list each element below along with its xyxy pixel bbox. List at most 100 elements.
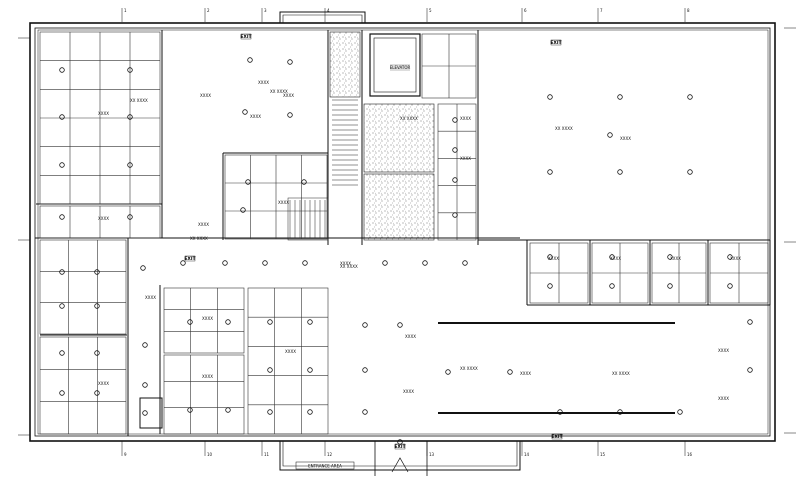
fixture-tag: XXXX [520, 371, 531, 376]
stairs [287, 99, 358, 241]
light-fixture [462, 260, 468, 266]
light-fixture [59, 67, 65, 73]
grid-marker-label: 13 [429, 452, 435, 457]
callout-tag: XX XXXX [460, 366, 478, 371]
callout-tag: XX XXXX [555, 126, 573, 131]
light-fixture [727, 254, 733, 260]
fixture-tag: XXXX [620, 136, 631, 141]
fixture-tag: XXXX [98, 216, 109, 221]
light-fixture [422, 260, 428, 266]
light-fixture [667, 283, 673, 289]
light-fixture [445, 369, 451, 375]
light-fixture [59, 350, 65, 356]
light-fixture [727, 283, 733, 289]
fixture-tag: XXXX [200, 93, 211, 98]
callout-tag: XX XXXX [400, 116, 418, 121]
callout-tag: XX XXXX [130, 98, 148, 103]
light-fixture [242, 109, 248, 115]
light-fixture [609, 254, 615, 260]
exit-sign [184, 255, 196, 262]
fixture-tag: XXXX [198, 222, 209, 227]
light-fixture [267, 409, 273, 415]
tile-grid-area [39, 336, 127, 435]
light-fixture [452, 147, 458, 153]
fixture-tag: XXXX [718, 396, 729, 401]
light-fixture [94, 390, 100, 396]
light-fixture [180, 260, 186, 266]
light-fixture [382, 260, 388, 266]
light-fixture [94, 350, 100, 356]
grid-marker-label: 4 [327, 8, 330, 13]
light-fixture [127, 214, 133, 220]
fixture-tag: XXXX [250, 114, 261, 119]
fixture-tag: XXXX [670, 256, 681, 261]
tile-grid-area [39, 239, 127, 335]
light-fixture [127, 162, 133, 168]
exit-sign [240, 33, 252, 40]
light-fixture [362, 409, 368, 415]
callout-tag: XX XXXX [340, 264, 358, 269]
fixture-tag: XXXX [548, 256, 559, 261]
light-fixture [452, 212, 458, 218]
light-rails [438, 322, 675, 414]
light-fixture [747, 367, 753, 373]
grid-marker-label: 14 [524, 452, 530, 457]
light-fixture [452, 117, 458, 123]
light-fixture [59, 303, 65, 309]
light-fixture [94, 269, 100, 275]
grid-marker-label: 11 [264, 452, 270, 457]
light-fixture [362, 322, 368, 328]
grid-marker-label: 1 [124, 8, 127, 13]
light-fixture [617, 409, 623, 415]
fixture-tag: XXXX [718, 348, 729, 353]
grid-marker-label: 5 [429, 8, 432, 13]
light-fixture [547, 94, 553, 100]
light-fixture [59, 162, 65, 168]
light-fixture [557, 409, 563, 415]
light-fixture [617, 169, 623, 175]
grid-marker-label: 7 [600, 8, 603, 13]
outer-walls [29, 11, 776, 476]
light-fixture [59, 390, 65, 396]
grid-marker-label: 6 [524, 8, 527, 13]
grid-marker-label: 2 [207, 8, 210, 13]
light-fixture [687, 169, 693, 175]
callout-tag: XX XXXX [190, 236, 208, 241]
fixture-tag: XXXX [98, 381, 109, 386]
light-fixture [267, 367, 273, 373]
exit-sign [550, 39, 562, 46]
light-fixture [247, 57, 253, 63]
fixture-tag: XXXX [98, 111, 109, 116]
light-fixture [397, 322, 403, 328]
light-fixture [222, 260, 228, 266]
light-fixture [507, 369, 513, 375]
light-fixture [225, 319, 231, 325]
exit-sign [394, 443, 406, 450]
fixture-tag: XXXX [340, 261, 351, 266]
light-fixture [547, 169, 553, 175]
light-fixture [142, 342, 148, 348]
light-fixture [617, 94, 623, 100]
light-fixture [452, 177, 458, 183]
fixture-tag: XXXX [285, 349, 296, 354]
exit-sign [551, 433, 563, 440]
light-fixture [667, 254, 673, 260]
ceiling-grids [39, 31, 769, 435]
fixture-tag: XXXX [460, 116, 471, 121]
light-fixture [747, 319, 753, 325]
fixture-tag: XXXX [258, 80, 269, 85]
hatched-areas [329, 31, 435, 241]
light-fixture [225, 407, 231, 413]
light-fixture [245, 179, 251, 185]
fixture-tag: XXXX [405, 334, 416, 339]
light-fixture [187, 319, 193, 325]
fixture-tag: XXXX [610, 256, 621, 261]
light-fixtures [59, 57, 753, 445]
fixture-tag: XXXX [283, 93, 294, 98]
light-fixture [687, 94, 693, 100]
fixture-tag: XXXX [202, 374, 213, 379]
light-fixture [287, 112, 293, 118]
fixture-tags: XXXX XXXX XXXX XXXX XXXX XXXX XXXX XXXX XXXX XXXX… [98, 80, 741, 401]
